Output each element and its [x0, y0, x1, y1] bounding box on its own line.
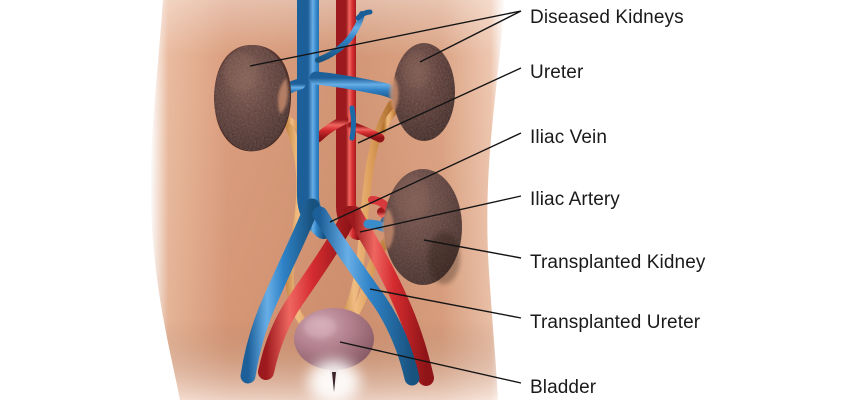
kidney-right-highlight — [402, 52, 430, 88]
iliac-vein-left — [240, 198, 320, 384]
label-transplanted-ureter: Transplanted Ureter — [530, 312, 701, 333]
kidney-right-diseased — [389, 43, 455, 141]
kidney-transplanted-hilum — [382, 208, 394, 250]
label-iliac-artery: Iliac Artery — [530, 189, 620, 210]
gonadal-vein — [349, 105, 356, 141]
suprarenal-vein-tip — [355, 9, 373, 21]
leader-lines-group — [249, 10, 522, 384]
leader-transplanted-ureter — [369, 288, 522, 319]
kidney-transplanted-shadow — [428, 232, 460, 284]
ureter-right-pelvis — [381, 107, 399, 133]
label-transplanted-kidney: Transplanted Kidney — [530, 252, 706, 273]
leader-transplanted-kidney — [423, 239, 522, 259]
leader-ureter — [357, 67, 522, 144]
kidney-left-highlight — [224, 52, 258, 92]
label-ureter: Ureter — [530, 62, 584, 83]
renal-artery-left — [313, 115, 349, 143]
label-diseased-kidneys: Diseased Kidneys — [530, 7, 684, 28]
label-bladder: Bladder — [530, 377, 597, 398]
leader-bladder — [339, 341, 522, 384]
label-iliac-vein: Iliac Vein — [530, 127, 608, 148]
kidney-left-hilum — [278, 78, 288, 114]
suprarenal-vein — [315, 11, 365, 63]
leader-iliac-artery — [359, 195, 522, 233]
leader-diseased-kidney-left — [249, 10, 522, 67]
kidney-transplanted-highlight — [394, 176, 430, 220]
bladder-highlight — [304, 316, 336, 338]
bladder — [294, 308, 374, 400]
leader-diseased-kidney-right — [419, 10, 522, 63]
leader-iliac-vein — [329, 132, 522, 223]
urethra-lumen — [332, 372, 336, 392]
kidney-right-hilum — [389, 76, 399, 112]
kidney-left-diseased — [214, 45, 292, 152]
iliac-vein-right — [312, 206, 420, 386]
iliac-artery-right — [346, 206, 434, 386]
